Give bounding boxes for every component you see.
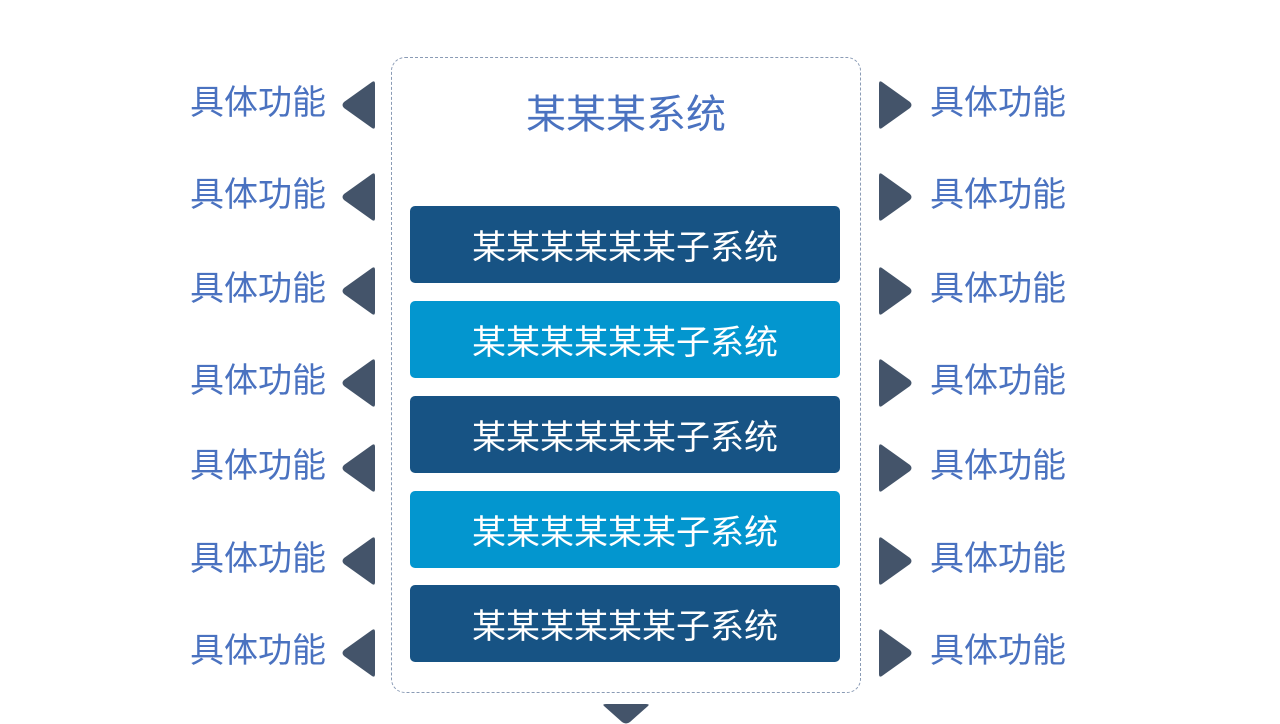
left-function-label: 具体功能 (190, 83, 326, 123)
subsystem-block: 某某某某某某子系统 (410, 396, 840, 473)
left-function-label: 具体功能 (190, 269, 326, 309)
down-arrow-icon (603, 704, 649, 724)
arrow-right-icon (879, 359, 912, 407)
system-container (391, 57, 861, 693)
arrow-left-icon (342, 173, 375, 221)
left-function-label: 具体功能 (190, 631, 326, 671)
subsystem-block: 某某某某某某子系统 (410, 585, 840, 662)
arrow-left-icon (342, 629, 375, 677)
arrow-left-icon (342, 359, 375, 407)
left-function-label: 具体功能 (190, 539, 326, 579)
arrow-left-icon (342, 444, 375, 492)
right-function-label: 具体功能 (930, 83, 1066, 123)
left-function-label: 具体功能 (190, 175, 326, 215)
right-function-label: 具体功能 (930, 361, 1066, 401)
left-function-label: 具体功能 (190, 361, 326, 401)
right-function-label: 具体功能 (930, 269, 1066, 309)
arrow-right-icon (879, 629, 912, 677)
arrow-left-icon (342, 267, 375, 315)
arrow-left-icon (342, 537, 375, 585)
arrow-right-icon (879, 267, 912, 315)
right-function-label: 具体功能 (930, 446, 1066, 486)
arrow-right-icon (879, 444, 912, 492)
system-title: 某某某系统 (526, 92, 726, 138)
arrow-right-icon (879, 81, 912, 129)
arrow-right-icon (879, 173, 912, 221)
subsystem-block: 某某某某某某子系统 (410, 206, 840, 283)
subsystem-block: 某某某某某某子系统 (410, 301, 840, 378)
arrow-left-icon (342, 81, 375, 129)
right-function-label: 具体功能 (930, 631, 1066, 671)
right-function-label: 具体功能 (930, 539, 1066, 579)
right-function-label: 具体功能 (930, 175, 1066, 215)
subsystem-block: 某某某某某某子系统 (410, 491, 840, 568)
left-function-label: 具体功能 (190, 446, 326, 486)
arrow-right-icon (879, 537, 912, 585)
